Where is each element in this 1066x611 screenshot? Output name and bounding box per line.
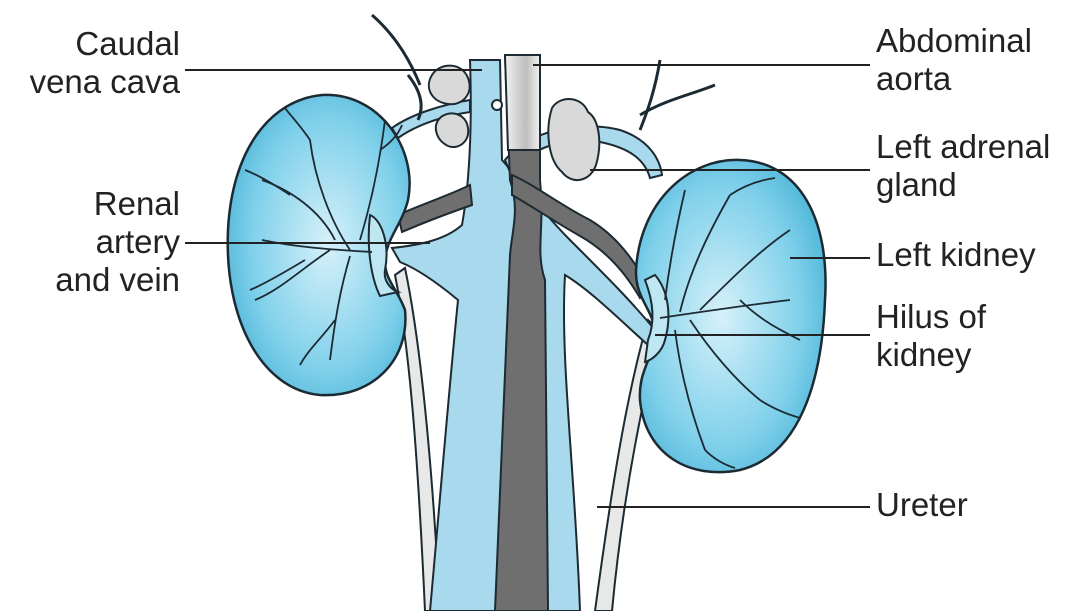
label-left-kidney: Left kidney: [876, 236, 1036, 274]
right-kidney: [228, 95, 410, 395]
label-line: Ureter: [876, 486, 968, 524]
label-line: kidney: [876, 336, 986, 374]
label-line: Caudal: [20, 25, 180, 63]
label-renal-artery-vein: Renal artery and vein: [20, 185, 180, 299]
label-line: aorta: [876, 60, 1032, 98]
label-line: gland: [876, 166, 1050, 204]
label-line: Left kidney: [876, 236, 1036, 274]
label-hilus-of-kidney: Hilus of kidney: [876, 298, 986, 374]
left-adrenal-gland: [548, 99, 599, 180]
label-left-adrenal-gland: Left adrenal gland: [876, 128, 1050, 204]
label-line: Renal: [20, 185, 180, 223]
label-ureter: Ureter: [876, 486, 968, 524]
label-caudal-vena-cava: Caudal vena cava: [20, 25, 180, 101]
label-line: vena cava: [20, 63, 180, 101]
label-line: and vein: [20, 261, 180, 299]
label-line: Hilus of: [876, 298, 986, 336]
label-line: Abdominal: [876, 22, 1032, 60]
label-abdominal-aorta: Abdominal aorta: [876, 22, 1032, 98]
label-line: artery: [20, 223, 180, 261]
label-line: Left adrenal: [876, 128, 1050, 166]
left-kidney: [636, 160, 826, 472]
